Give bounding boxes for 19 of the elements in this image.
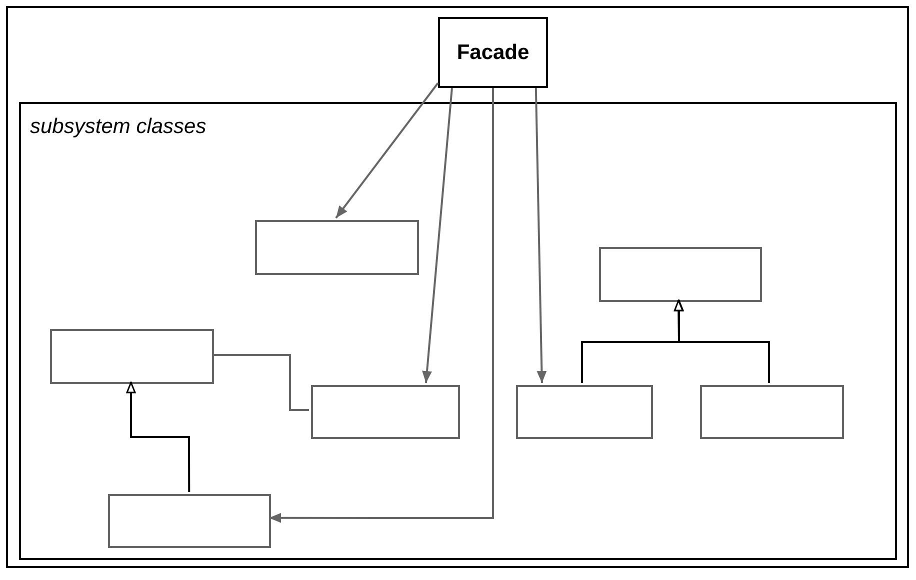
- group-title: subsystem classes: [30, 116, 206, 137]
- arrow: [269, 88, 494, 523]
- class-box: [700, 385, 844, 439]
- class-box: [599, 247, 762, 302]
- facade-box: [438, 17, 548, 88]
- class-box: [108, 494, 271, 548]
- arrow: [422, 88, 453, 384]
- arrow: [534, 88, 547, 384]
- class-box: [516, 385, 653, 439]
- inheritance-arrow: [674, 300, 770, 383]
- association-line: [212, 354, 309, 411]
- class-box: [50, 329, 214, 384]
- class-name: Facade: [456, 42, 530, 63]
- inheritance-arrow: [580, 300, 684, 383]
- class-box: [255, 220, 419, 275]
- subsystem-frame: [19, 102, 897, 560]
- class-box: [311, 385, 460, 439]
- inheritance-arrow: [126, 382, 190, 492]
- arrow: [335, 82, 439, 219]
